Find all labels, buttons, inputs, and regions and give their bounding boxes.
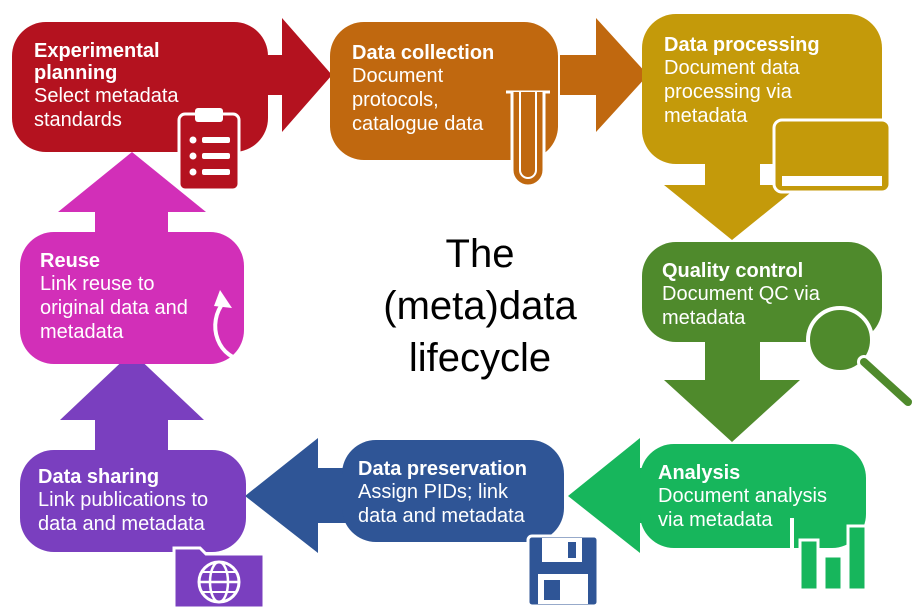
arrow-sharing-to-reuse [60, 352, 204, 450]
stage-title: Quality control [662, 260, 804, 282]
stage-title: Experimental planning [34, 40, 160, 84]
stage-quality-control: Quality control Document QC via metadata [642, 242, 882, 342]
diagram-title-line-3: lifecycle [408, 336, 552, 380]
stage-description: Link publications to data and metadata [38, 489, 209, 535]
stage-title: Data preservation [358, 458, 527, 480]
globe-folder-icon [172, 546, 266, 610]
diagram-title: The (meta)data lifecycle [360, 228, 600, 384]
stage-title: Data processing [664, 34, 820, 56]
magnifier-icon [806, 306, 915, 409]
arrow-collection-to-processing [560, 18, 648, 132]
stage-title: Data collection [352, 42, 495, 64]
recycle-icon [213, 290, 279, 364]
stage-description: Select metadata standards [34, 85, 179, 131]
stage-analysis: Analysis Document analysis via metadata [640, 444, 866, 548]
clipboard-icon [177, 108, 241, 192]
stage-description: Document QC via metadata [662, 283, 820, 329]
arrow-reuse-to-planning [58, 152, 206, 238]
stage-data-sharing: Data sharing Link publications to data a… [20, 450, 246, 552]
stage-data-processing: Data processing Document data processing… [642, 14, 882, 164]
bar-chart-icon [790, 518, 874, 594]
stage-description: Assign PIDs; link data and metadata [358, 481, 525, 527]
diagram-title-line-2: (meta)data [383, 284, 577, 328]
floppy-disk-icon [526, 534, 600, 608]
stage-description: Link reuse to original data and metadata [40, 273, 188, 343]
stage-description: Document protocols, catalogue data [352, 65, 484, 135]
arrow-analysis-to-preservation [568, 438, 665, 553]
stage-description: Document data processing via metadata [664, 57, 800, 127]
monitor-icon [772, 118, 892, 212]
stage-title: Reuse [40, 250, 101, 272]
arrow-processing-to-quality [664, 150, 800, 240]
test-tube-icon [506, 90, 550, 188]
arrow-quality-to-analysis [664, 335, 800, 442]
arrow-preservation-to-sharing [245, 438, 355, 553]
diagram-title-line-1: The [445, 232, 515, 276]
stage-data-preservation: Data preservation Assign PIDs; link data… [342, 440, 564, 542]
stage-title: Analysis [658, 462, 741, 484]
stage-description: Document analysis via metadata [658, 485, 827, 531]
stage-reuse: Reuse Link reuse to original data and me… [20, 232, 244, 364]
arrow-planning-to-collection [250, 18, 332, 132]
stage-title: Data sharing [38, 466, 160, 488]
